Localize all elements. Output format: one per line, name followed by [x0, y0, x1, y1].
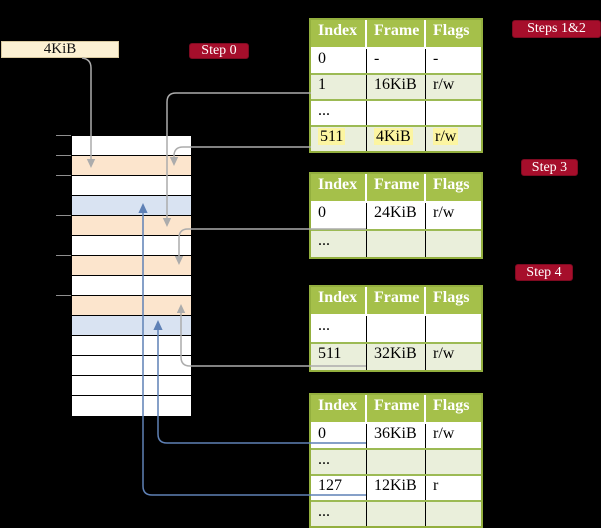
memory-frame-row-13 [72, 396, 191, 416]
memory-address-tick [56, 135, 71, 136]
frame-cell: 12KiB [367, 476, 426, 500]
badge-step-0: Step 0 [189, 43, 249, 59]
memory-frame-row-1 [72, 156, 191, 176]
memory-frame-row-11 [72, 356, 191, 376]
table-row-index-511: 511 4KiB r/w [311, 125, 481, 151]
frame-cell: 16KiB [367, 75, 426, 99]
frame-cell [367, 101, 426, 125]
memory-address-tick [56, 155, 71, 156]
column-header-index: Index [311, 287, 367, 314]
memory-frame-row-12 [72, 376, 191, 396]
memory-frame-row-10 [72, 336, 191, 356]
flags-cell: r [433, 477, 439, 494]
memory-address-tick [56, 295, 71, 296]
frame-cell: 4KiB [367, 127, 426, 151]
flags-cell: r/w [426, 127, 481, 151]
badge-step-3: Step 3 [521, 159, 578, 176]
memory-frame-row-2 [72, 176, 191, 196]
frame-cell: - [367, 49, 426, 73]
frame-cell: 24KiB [367, 203, 426, 229]
table-row-index-0: 0-- [311, 47, 481, 73]
frame-cell [367, 316, 426, 342]
column-header-flags: Flags [433, 22, 470, 39]
column-header-frame: Frame [367, 395, 426, 422]
column-header-frame: Frame [367, 174, 426, 201]
index-cell: 0 [311, 424, 367, 448]
flags-cell [426, 450, 481, 474]
column-header-index: Index [311, 20, 367, 47]
flags-cell [426, 231, 481, 257]
memory-address-tick [56, 255, 71, 256]
frame-cell [367, 502, 426, 526]
index-cell: 0 [311, 203, 367, 229]
column-header-flags: Flags [433, 397, 470, 414]
table-row-index-ellipsis: ... [311, 99, 481, 125]
badge-step-4: Step 4 [515, 264, 573, 281]
index-cell: 511 [311, 127, 367, 151]
frame-cell: 36KiB [367, 424, 426, 448]
flags-cell: r/w [433, 345, 455, 362]
highlighted-value: 4KiB [374, 128, 413, 145]
column-header-flags: Flags [433, 289, 470, 306]
table-row-index-ellipsis: ... [311, 314, 481, 342]
frame-cell [367, 231, 426, 257]
memory-frame-row-4 [72, 216, 191, 236]
table-row-index-ellipsis: ... [311, 448, 481, 474]
flags-cell: r/w [433, 425, 455, 442]
column-header-flags: Flags [433, 176, 470, 193]
column-header-frame: Frame [367, 20, 426, 47]
memory-frame-row-7 [72, 276, 191, 296]
frame-size-box: 4KiB [1, 41, 119, 58]
flags-cell [426, 101, 481, 125]
index-cell: ... [311, 231, 367, 257]
flags-cell [426, 502, 481, 526]
index-cell: 511 [311, 344, 367, 370]
highlighted-value: 511 [318, 128, 346, 145]
memory-frame-row-5 [72, 236, 191, 256]
flags-cell: r/w [433, 76, 455, 93]
index-cell: 1 [311, 75, 367, 99]
index-cell: ... [311, 101, 367, 125]
frame-cell [367, 450, 426, 474]
frame-cell: 32KiB [367, 344, 426, 370]
column-header-index: Index [311, 174, 367, 201]
index-cell: 0 [311, 49, 367, 73]
index-cell: ... [311, 450, 367, 474]
index-cell: ... [311, 316, 367, 342]
memory-frame-row-9 [72, 316, 191, 336]
physical-memory-stack [71, 135, 192, 417]
memory-frame-row-8 [72, 296, 191, 316]
column-header-index: Index [311, 395, 367, 422]
table-row-index-ellipsis: ... [311, 500, 481, 526]
table-row-index-ellipsis: ... [311, 229, 481, 257]
memory-frame-row-6 [72, 256, 191, 276]
flags-cell: - [433, 50, 439, 67]
index-cell: 127 [311, 476, 367, 500]
memory-frame-row-3 [72, 196, 191, 216]
memory-address-tick [56, 215, 71, 216]
flags-cell: r/w [433, 204, 455, 221]
highlighted-value: r/w [433, 128, 459, 145]
memory-frame-row-0 [72, 136, 191, 156]
badge-steps-1-2: Steps 1&2 [512, 20, 601, 38]
column-header-frame: Frame [367, 287, 426, 314]
memory-address-tick [56, 175, 71, 176]
flags-cell [426, 316, 481, 342]
index-cell: ... [311, 502, 367, 526]
